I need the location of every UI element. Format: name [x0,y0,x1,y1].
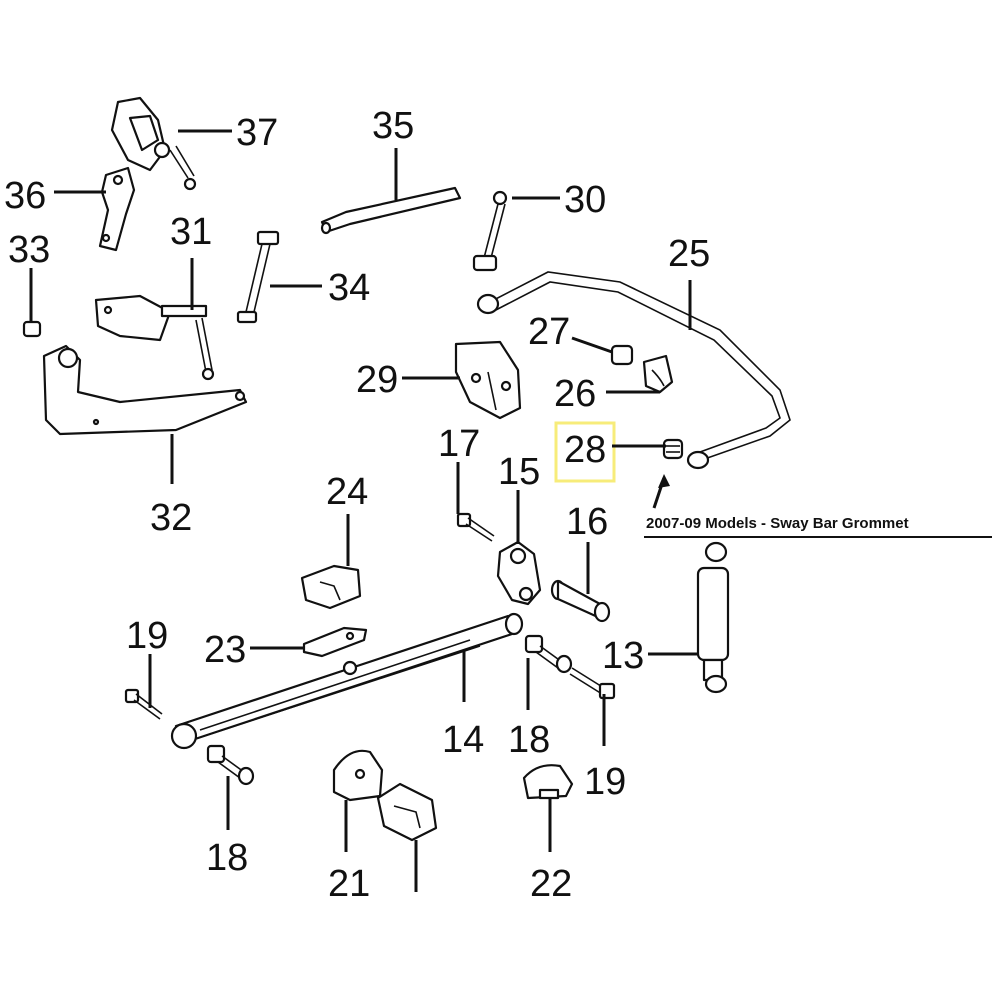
part-27-bushing [610,344,634,366]
part-34-link [236,230,280,324]
part-14-leaf-spring [170,612,524,750]
callout-28: 28 [564,429,606,471]
callout-17: 17 [438,423,480,465]
part-22-bump-stop [522,764,574,800]
part-18b-stud [524,634,573,674]
callout-19b: 19 [584,761,626,803]
highlight-box-28 [554,421,616,483]
part-23-plate [302,626,368,658]
part-13-shock [696,541,730,694]
part-31-sensor-arm [94,294,215,381]
part-33-nut [22,320,42,338]
callout-30: 30 [564,179,606,221]
callout-27: 27 [528,311,570,353]
part-35-shaft [320,186,462,235]
part-37-sensor [110,96,197,191]
callout-18a: 18 [206,837,248,879]
callout-21: 21 [328,863,370,905]
part-18a-stud [206,744,255,786]
part-15-shackle [496,540,542,606]
part-30-end-link [472,190,508,272]
callout-23: 23 [204,629,246,671]
grommet-note: 2007-09 Models - Sway Bar Grommet [646,515,909,532]
callout-16: 16 [566,501,608,543]
part-36-bracket [98,166,136,252]
callout-15: 15 [498,451,540,493]
callout-18b: 18 [508,719,550,761]
part-21-bumpers [332,749,438,842]
part-25-sway-bar [476,271,791,470]
part-28-grommet [662,438,684,460]
pointer-arrow [652,474,670,509]
callout-25: 25 [668,233,710,275]
callout-24: 24 [326,471,368,513]
part-24-mount [300,564,362,610]
callout-22: 22 [530,863,572,905]
leader-27 [571,336,613,354]
callout-33: 33 [8,229,50,271]
callout-14: 14 [442,719,484,761]
part-16-pin [550,579,611,623]
callout-35: 35 [372,105,414,147]
callout-26: 26 [554,373,596,415]
part-32-arm [42,344,248,436]
callout-36: 36 [4,175,46,217]
callout-29: 29 [356,359,398,401]
callout-34: 34 [328,267,370,309]
callout-13: 13 [602,635,644,677]
callout-31: 31 [170,211,212,253]
part-19a-bolt [124,688,163,720]
callout-37: 37 [236,112,278,154]
part-29-bracket [454,340,522,420]
callout-19a: 19 [126,615,168,657]
callout-32: 32 [150,497,192,539]
part-17-bolt [456,512,495,542]
part-26-clamp [642,354,674,394]
